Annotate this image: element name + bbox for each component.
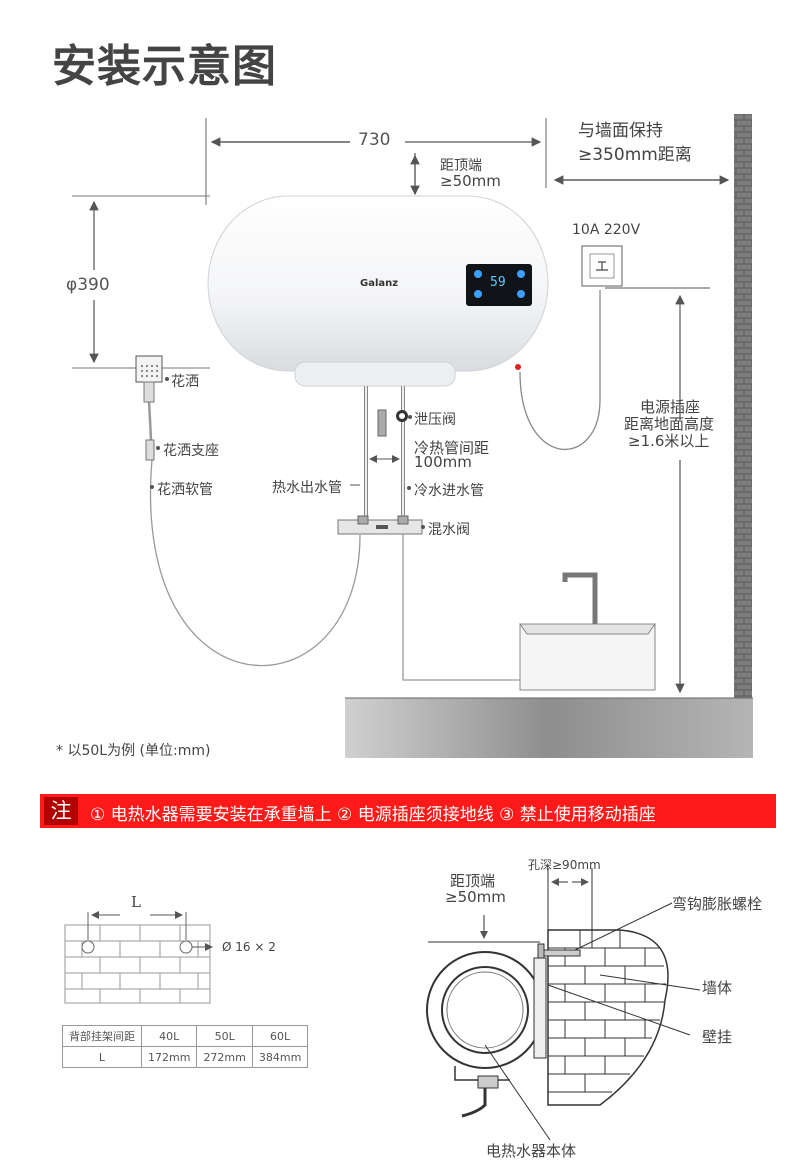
hot-outlet-label: 热水出水管 <box>272 480 342 496</box>
heater-body-label: 电热水器本体 <box>486 1142 577 1160</box>
control-panel <box>466 264 532 306</box>
table-cell: 172mm <box>140 1046 198 1068</box>
mixing-valve-label: 混水阀 <box>428 522 470 538</box>
socket-height-label-2: 距离地面高度 <box>624 415 715 433</box>
note-badge: 注 <box>44 797 78 825</box>
water-heater-tank <box>207 195 549 387</box>
bracket-diagram <box>64 911 213 1004</box>
page-title: 安装示意图 <box>52 41 277 92</box>
table-header-row: 背部挂架间距 40L 50L 60L <box>62 1025 309 1047</box>
hole-depth-label: 孔深≥90mm <box>528 858 601 872</box>
wall-distance-label-2: ≥350mm距离 <box>578 145 692 165</box>
table-cell: 60L <box>251 1025 309 1047</box>
display-readout: 59 <box>490 275 506 290</box>
hole-size-label: Ø 16 × 2 <box>222 940 276 954</box>
side-top-clearance-2: ≥50mm <box>445 888 506 906</box>
top-clearance-label-2: ≥50mm <box>440 172 501 190</box>
wall-label: 墙体 <box>702 979 733 997</box>
table-cell: 背部挂架间距 <box>62 1025 142 1047</box>
shower-head <box>135 355 163 383</box>
socket-rating-label: 10A 220V <box>572 222 641 238</box>
pipe-spacing-label-2: 100mm <box>414 453 472 471</box>
shower-label: 花洒 <box>171 374 199 390</box>
table-cell: 50L <box>196 1025 253 1047</box>
diameter-label: φ390 <box>66 275 110 295</box>
wall-hanger-label: 壁挂 <box>702 1028 733 1046</box>
cold-inlet-label: 冷水进水管 <box>414 483 484 499</box>
side-top-clearance-1: 距顶端 <box>450 872 496 890</box>
bracket-spacing-table: 背部挂架间距 40L 50L 60L L 172mm 272mm 384mm <box>62 1025 309 1068</box>
note-banner <box>40 794 776 828</box>
table-cell: 40L <box>140 1025 198 1047</box>
footnote: * 以50L为例 (单位:mm) <box>56 743 211 759</box>
floor <box>345 698 753 758</box>
brand-logo: Galanz <box>360 278 399 289</box>
socket-height-label-1: 电源插座 <box>640 398 701 416</box>
wall <box>734 114 752 698</box>
side-view-diagram <box>426 868 701 1141</box>
top-clearance-label-1: 距顶端 <box>440 158 482 174</box>
socket-height-label-3: ≥1.6米以上 <box>628 432 710 450</box>
table-cell: 384mm <box>251 1046 309 1068</box>
table-cell: 272mm <box>196 1046 253 1068</box>
table-cell: L <box>62 1046 142 1068</box>
bracket-spacing-label: L <box>131 893 141 911</box>
hook-bolt-label: 弯钩膨胀螺栓 <box>672 895 763 913</box>
shower-holder-label: 花洒支座 <box>163 443 219 459</box>
note-text: ① 电热水器需要安装在承重墙上 ② 电源插座须接地线 ③ 禁止使用移动插座 <box>90 805 656 825</box>
wall-distance-label-1: 与墙面保持 <box>578 121 663 141</box>
shower-hose-label: 花洒软管 <box>157 482 213 498</box>
pressure-valve-label: 泄压阀 <box>414 412 456 428</box>
pipe-spacing-label-1: 冷热管间距 <box>414 439 490 457</box>
table-row: L 172mm 272mm 384mm <box>62 1046 309 1068</box>
sink <box>519 623 656 691</box>
width-dimension-label: 730 <box>358 130 391 150</box>
